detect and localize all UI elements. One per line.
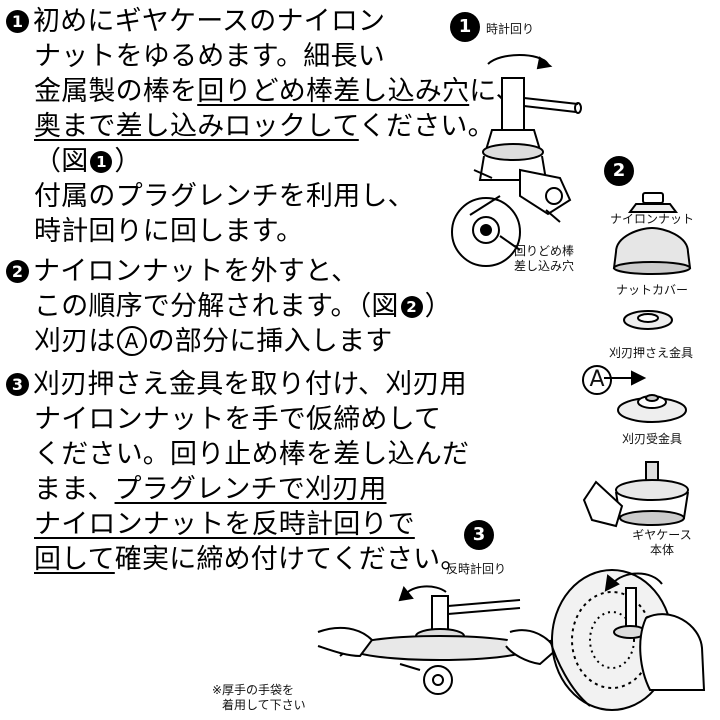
text-segment: 刈刃押さえ金具を取り付け、刈刃用 [33,369,467,400]
fig1-gear-case-drawing [451,54,582,267]
nylon-nut-drawing [642,192,664,204]
fig2-part-label-nylon-nut: ナイロンナット [609,212,694,226]
fig3-tightening-drawing [317,569,706,711]
text-segment: まま、 [34,474,115,505]
step-3-line: ナイロンナットを手で仮締めして [6,402,469,437]
step-number-badge: 1 [6,10,29,33]
text-segment: 付属のプラグレンチを利用し、 [34,181,415,212]
circled-letter: A [116,326,147,356]
fig2-number-badge: 2 [604,156,634,186]
fig1-rotation-label: 時計回り [486,22,535,36]
fig1-number-badge: 1 [450,12,480,42]
text-segment: ください。 [358,111,495,142]
text-segment: ） [114,146,142,177]
fig2-part-label-blade-receiver: 刈刃受金具 [621,432,682,446]
step-3-line: ナイロンナットを反時計回りで [6,507,469,542]
step-1-line: 奥まで差し込みロックしてください。 [6,109,523,144]
figure-reference-badge: 2 [400,296,423,318]
step-number-badge: 2 [6,260,29,283]
underlined-text: 奥まで差し込みロックして [34,111,359,142]
fig2-case-label-line2: 本体 [649,543,674,557]
text-segment: ナットをゆるめます。細長い [34,41,385,72]
fig3-glove-note-line2: 着用して下さい [222,698,306,712]
underlined-text: 回して [34,544,115,575]
fig2-part-label-nut-cover: ナットカバー [615,283,688,297]
step-3-line: まま、プラグレンチで刈刃用 [6,472,469,507]
step-1-line: 付属のプラグレンチを利用し、 [6,179,523,214]
fig2-part-label-blade-holder: 刈刃押さえ金具 [608,346,693,360]
nut-cover-drawing [612,226,692,269]
figure-reference-badge: 1 [90,151,113,173]
text-segment: この順序で分解されます。（図 [34,291,399,322]
fig3-number-badge: 3 [464,520,494,550]
text-segment: 金属製の棒を [34,76,198,107]
fig2-case-label-line1: ギヤケース [632,528,692,542]
fig2-exploded-parts [582,192,692,528]
text-segment: ください。回り止め棒を差し込んだ [34,439,470,470]
underlined-text: プラグレンチで刈刃用 [114,474,387,505]
underlined-text: ナイロンナットを反時計回りで [34,509,415,540]
fig1-hole-label-line1: 回りどめ棒 [514,244,575,258]
text-segment: の部分に挿入します [147,326,393,357]
text-segment: 時計回りに回します。 [34,216,304,247]
step-3-line: 回して確実に締め付けてください。 [6,542,469,577]
text-segment: 刈刃は [34,326,116,357]
fig2-A-marker: A [582,365,612,395]
step-3-line: ください。回り止め棒を差し込んだ [6,437,469,472]
text-segment: ナイロンナットを手で仮締めして [34,404,442,435]
step-number-badge: 3 [6,373,29,396]
text-segment: 確実に締め付けてください。 [114,544,468,575]
fig3-glove-note-line1: ※厚手の手袋を [212,683,295,697]
text-segment: ナイロンナットを外すと、 [33,256,359,287]
underlined-text: 回りどめ棒差し込み穴 [197,76,470,107]
step-1-line: 金属製の棒を回りどめ棒差し込み穴に、 [6,74,523,109]
text-segment: 初めにギヤケースのナイロン [33,6,386,37]
fig3-rotation-label: 反時計回り [446,562,507,576]
step-1-line: ナットをゆるめます。細長い [6,39,523,74]
fig1-hole-label-line2: 差し込み穴 [514,259,575,273]
text-segment: （図 [34,146,89,177]
text-segment: ） [424,291,452,322]
step-1-line: 時計回りに回します。 [6,214,523,249]
